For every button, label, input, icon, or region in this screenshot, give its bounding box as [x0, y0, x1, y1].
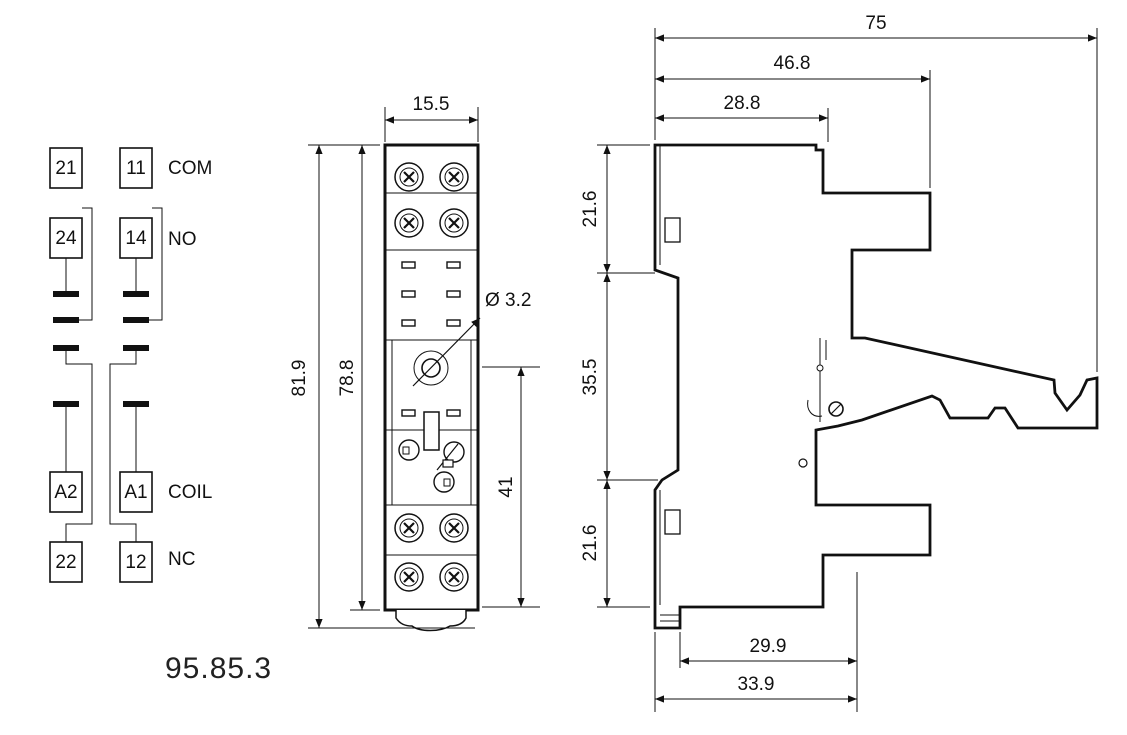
dim-base-outer: 33.9 [738, 674, 775, 695]
label-nc: NC [168, 549, 195, 570]
pin-14: 14 [119, 217, 153, 259]
side-slot-bottom [664, 509, 681, 535]
svg-text:14: 14 [125, 228, 147, 249]
pin-22: 22 [49, 541, 83, 583]
dim-section-mid: 35.5 [580, 359, 601, 396]
dim-hole-offset: 41 [496, 476, 517, 497]
front-view: 15.5 81.9 78.8 41 Ø 3.2 [289, 94, 540, 632]
dim-height-total: 81.9 [289, 360, 310, 397]
model-number: 95.85.3 [165, 652, 272, 685]
side-view: 75 46.8 28.8 21.6 35.5 21.6 29.9 33.9 [580, 13, 1099, 712]
dim-total-depth: 75 [865, 13, 886, 34]
wiring-schematic: 21 11 24 14 A2 A1 22 12 [49, 147, 212, 583]
svg-text:11: 11 [126, 158, 146, 179]
pin-21: 21 [49, 147, 83, 189]
contact-bars [53, 291, 149, 407]
dim-depth-mid: 46.8 [774, 53, 811, 74]
pin-11: 11 [119, 147, 153, 189]
screw-terminals [394, 162, 469, 592]
din-clip [395, 610, 467, 632]
svg-text:22: 22 [55, 552, 76, 573]
label-coil: COIL [168, 482, 212, 503]
dim-section-top: 21.6 [580, 191, 601, 228]
dim-hole-diameter: Ø 3.2 [485, 290, 531, 311]
side-body-outline [653, 143, 1099, 630]
dim-base-inner: 29.9 [750, 636, 787, 657]
side-slot-top [664, 217, 681, 243]
svg-text:24: 24 [55, 228, 77, 249]
dim-depth-top: 28.8 [724, 93, 761, 114]
coil-terminal-area [398, 411, 465, 493]
svg-text:A2: A2 [54, 482, 77, 503]
dim-section-bottom: 21.6 [580, 525, 601, 562]
pin-slots [401, 261, 461, 417]
pin-A2: A2 [49, 471, 83, 513]
svg-text:21: 21 [55, 158, 76, 179]
pin-24: 24 [49, 217, 83, 259]
label-no: NO [168, 229, 197, 250]
svg-text:12: 12 [125, 552, 146, 573]
dim-width: 15.5 [413, 94, 450, 115]
mounting-hole [412, 317, 481, 387]
pin-A1: A1 [119, 471, 153, 513]
dim-height-body: 78.8 [337, 360, 358, 397]
label-com: COM [168, 158, 212, 179]
svg-text:A1: A1 [124, 482, 147, 503]
pin-12: 12 [119, 541, 153, 583]
